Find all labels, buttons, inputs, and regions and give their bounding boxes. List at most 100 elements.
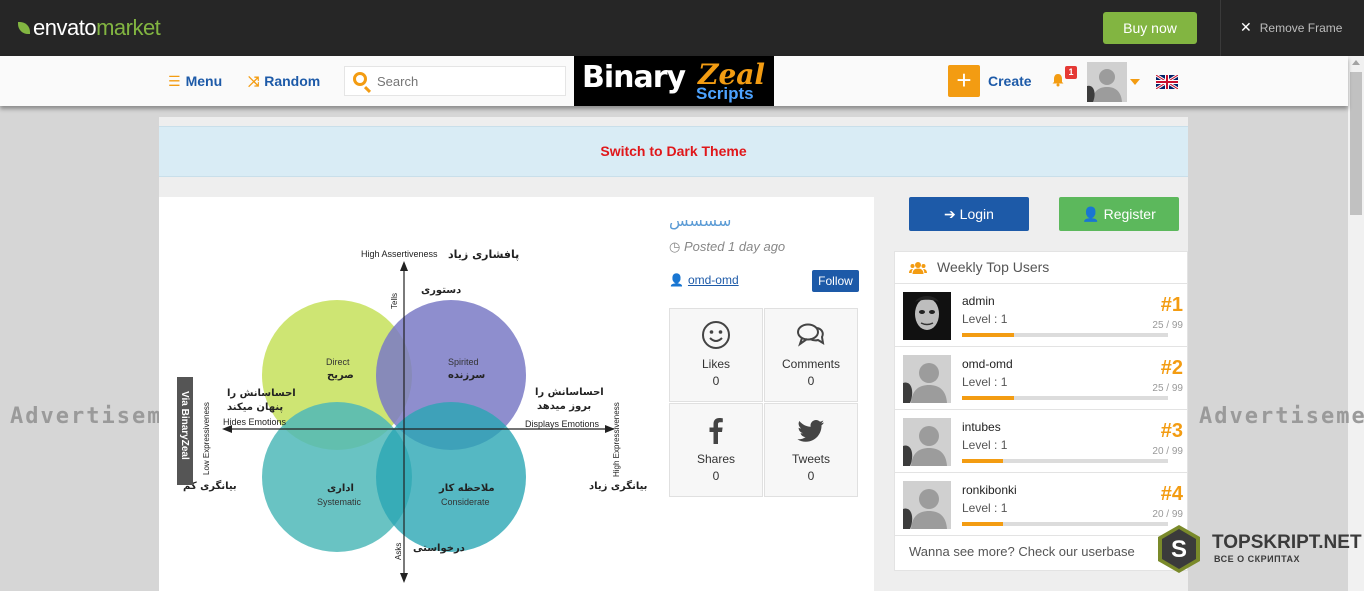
- smile-icon: [702, 321, 730, 349]
- divider: [1220, 0, 1221, 56]
- user-level: Level : 1: [962, 375, 1008, 389]
- main-column: Switch to Dark Theme High Assertiveness …: [159, 117, 1188, 591]
- logo-text-zeal: Zeal: [698, 58, 766, 91]
- login-button[interactable]: ➔ Login: [909, 197, 1029, 231]
- register-button[interactable]: 👤 Register: [1059, 197, 1179, 231]
- author-link[interactable]: omd-omd: [687, 273, 739, 287]
- site-logo[interactable]: Binary Zeal Scripts: [574, 56, 774, 106]
- stat-shares[interactable]: Shares 0: [669, 403, 763, 497]
- quadrant-spirited-en: Spirited: [448, 357, 479, 367]
- label-left-fa-2: پنهان میکند: [227, 402, 283, 413]
- stat-comments[interactable]: Comments 0: [764, 308, 858, 402]
- chevron-down-icon[interactable]: [1130, 79, 1140, 85]
- circle-systematic: [262, 402, 412, 552]
- user-icon: 👤: [1082, 205, 1104, 222]
- user-score: 25 / 99: [1152, 383, 1183, 394]
- user-progress-bar: [962, 396, 1168, 400]
- user-progress-bar: [962, 522, 1168, 526]
- stat-label: Shares: [696, 452, 736, 466]
- label-asks-en: Asks: [394, 543, 403, 560]
- follow-button[interactable]: Follow: [812, 270, 859, 292]
- switch-dark-theme-link[interactable]: Switch to Dark Theme: [600, 143, 747, 159]
- stat-count: 0: [712, 374, 720, 388]
- user-avatar[interactable]: [903, 355, 951, 403]
- remove-frame-link[interactable]: ✕Remove Frame: [1240, 19, 1342, 36]
- post-image-diagram[interactable]: High Assertiveness پافشاری زیاد دستوری T…: [171, 215, 651, 591]
- user-avatar[interactable]: [1087, 62, 1127, 102]
- buy-now-button[interactable]: Buy now: [1103, 12, 1197, 44]
- top-user-row[interactable]: intubes Level : 1 #3 20 / 99: [895, 410, 1187, 473]
- scroll-up-arrow[interactable]: [1352, 60, 1360, 65]
- user-name[interactable]: ronkibonki: [962, 483, 1017, 497]
- stat-label: Comments: [781, 357, 840, 371]
- user-name[interactable]: admin: [962, 294, 995, 308]
- quadrant-considerate-fa: ملاحظه کار: [438, 483, 495, 494]
- search-input[interactable]: [377, 72, 557, 90]
- post-title[interactable]: سسسس: [669, 213, 732, 230]
- user-rank: #1: [1160, 294, 1183, 316]
- scroll-thumb[interactable]: [1350, 72, 1362, 215]
- shuffle-icon: ⤨: [248, 73, 260, 89]
- progress-fill: [962, 522, 1004, 526]
- hamburger-icon: ☰: [168, 73, 181, 89]
- label-left-fa-1: احساسانش را: [227, 388, 296, 399]
- clock-icon: ◷: [669, 239, 684, 254]
- label-high-expr: High Expressiveness: [612, 402, 621, 477]
- envato-logo-market: market: [96, 15, 161, 40]
- menu-button[interactable]: ☰Menu: [168, 73, 222, 90]
- quadrant-systematic-en: Systematic: [317, 497, 362, 507]
- quadrant-systematic-fa: اداری: [327, 483, 354, 494]
- register-label: Register: [1103, 205, 1156, 222]
- user-name[interactable]: omd-omd: [962, 357, 1013, 371]
- stat-likes[interactable]: Likes 0: [669, 308, 763, 402]
- bell-icon[interactable]: [1051, 73, 1065, 87]
- label-top-en: High Assertiveness: [361, 249, 438, 259]
- top-users-header: Weekly Top Users: [895, 252, 1187, 284]
- create-link[interactable]: Create: [988, 73, 1032, 89]
- stat-label: Likes: [701, 357, 730, 371]
- create-plus-button[interactable]: +: [948, 65, 980, 97]
- logo-text-binary: Binary: [582, 60, 686, 95]
- label-right-en: Displays Emotions: [525, 419, 600, 429]
- uk-flag-icon[interactable]: [1155, 73, 1179, 91]
- user-rank: #2: [1160, 357, 1183, 379]
- advertisement-right[interactable]: Advertisement: [1199, 404, 1364, 429]
- quadrant-direct-en: Direct: [326, 357, 350, 367]
- post-card: High Assertiveness پافشاری زیاد دستوری T…: [159, 197, 874, 591]
- search-icon[interactable]: [353, 72, 367, 86]
- progress-fill: [962, 333, 1014, 337]
- scrollbar[interactable]: [1348, 56, 1364, 591]
- see-more-link[interactable]: Wanna see more? Check our userbase: [909, 544, 1135, 559]
- user-name[interactable]: intubes: [962, 420, 1001, 434]
- facebook-icon: [709, 418, 723, 444]
- post-date-text: Posted 1 day ago: [683, 239, 786, 254]
- via-badge: [177, 377, 193, 485]
- stat-count: 0: [807, 374, 815, 388]
- user-score: 20 / 99: [1152, 446, 1183, 457]
- envato-logo-text: envato: [33, 15, 97, 40]
- label-tells-en: Tells: [390, 293, 399, 309]
- user-score: 20 / 99: [1152, 509, 1183, 520]
- twitter-icon: [797, 420, 824, 442]
- user-avatar[interactable]: [903, 418, 951, 466]
- close-icon: ✕: [1240, 19, 1252, 35]
- user-avatar[interactable]: [903, 481, 951, 529]
- watermark-title: TOPSKRIPT.NET: [1212, 532, 1362, 553]
- random-label: Random: [264, 73, 321, 89]
- user-score: 25 / 99: [1152, 320, 1183, 331]
- envato-logo[interactable]: envatomarket: [18, 15, 161, 41]
- top-user-row[interactable]: ronkibonki Level : 1 #4 20 / 99: [895, 473, 1187, 536]
- top-user-row[interactable]: omd-omd Level : 1 #2 25 / 99: [895, 347, 1187, 410]
- user-icon: 👤: [669, 273, 684, 287]
- user-avatar[interactable]: [903, 292, 951, 340]
- theme-banner: Switch to Dark Theme: [159, 126, 1188, 177]
- quadrant-direct-fa: صریح: [327, 370, 354, 381]
- envato-bar: envatomarket Buy now ✕Remove Frame: [0, 0, 1364, 56]
- stat-count: 0: [712, 469, 720, 483]
- stat-tweets[interactable]: Tweets 0: [764, 403, 858, 497]
- top-user-row[interactable]: admin Level : 1 #1 25 / 99: [895, 284, 1187, 347]
- stat-count: 0: [807, 469, 815, 483]
- topskript-logo-icon: S: [1158, 525, 1200, 573]
- stat-label: Tweets: [791, 452, 830, 466]
- random-button[interactable]: ⤨Random: [248, 73, 320, 90]
